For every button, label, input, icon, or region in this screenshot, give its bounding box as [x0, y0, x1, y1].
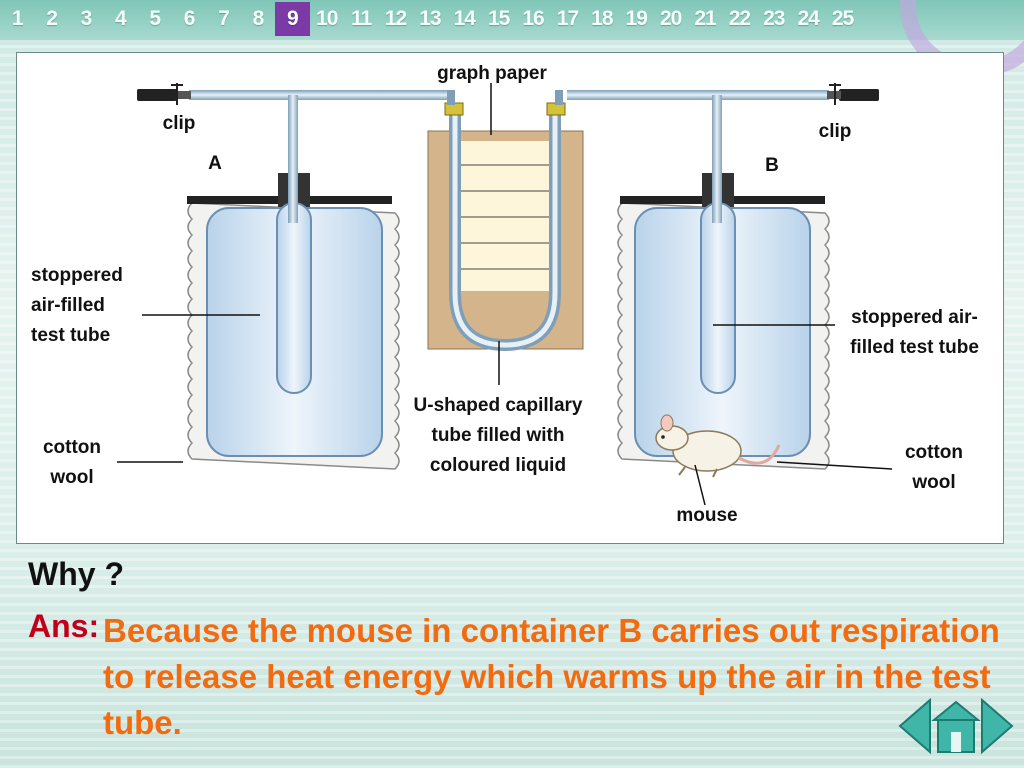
nav-page-17[interactable]: 17: [556, 7, 579, 30]
nav-page-13[interactable]: 13: [419, 7, 441, 30]
container-a: [187, 95, 400, 470]
nav-page-7[interactable]: 7: [218, 7, 230, 30]
mouse-icon: [655, 414, 781, 478]
label-cotton-right: cotton wool: [904, 442, 964, 493]
nav-page-11[interactable]: 11: [351, 7, 372, 30]
home-icon[interactable]: [931, 700, 981, 753]
container-b: [617, 95, 830, 470]
diagram-panel: graph paper clip clip A B stoppered air-…: [16, 52, 1004, 544]
nav-page-3[interactable]: 3: [80, 7, 93, 30]
nav-page-14[interactable]: 14: [453, 7, 476, 30]
label-cotton-left: cotton wool: [42, 437, 102, 488]
nav-page-6[interactable]: 6: [183, 7, 196, 30]
leader-lines: [117, 83, 893, 506]
question-text: Why ?: [28, 556, 124, 592]
nav-page-2[interactable]: 2: [46, 7, 58, 30]
label-clip-right: clip: [818, 121, 852, 142]
nav-page-19[interactable]: 19: [625, 7, 648, 30]
u-shaped-capillary-tube: [444, 90, 566, 352]
back-arrow-icon[interactable]: [898, 697, 931, 755]
navigation-buttons: [898, 697, 1014, 755]
clip-left-icon: [137, 83, 191, 105]
nav-page-22[interactable]: 22: [728, 7, 751, 30]
nav-page-20[interactable]: 20: [659, 7, 682, 30]
nav-page-23[interactable]: 23: [763, 7, 785, 30]
top-bar: [0, 0, 1024, 40]
label-stoppered-right: stoppered air- filled test tube: [850, 307, 979, 358]
nav-page-16[interactable]: 16: [522, 7, 544, 30]
label-stoppered-left: stoppered air-filled test tube: [31, 265, 123, 346]
answer-text: Because the mouse in container B carries…: [103, 612, 1000, 741]
nav-page-12[interactable]: 12: [384, 7, 407, 30]
label-container-a: A: [208, 153, 222, 174]
label-graph-paper: graph paper: [437, 63, 547, 84]
nav-page-24[interactable]: 24: [797, 7, 820, 30]
label-container-b: B: [765, 155, 779, 176]
answer-label: Ans:: [28, 608, 100, 644]
nav-page-1[interactable]: 1: [11, 7, 24, 30]
nav-page-8[interactable]: 8: [252, 7, 265, 30]
pipe-right: [567, 90, 829, 100]
nav-page-25[interactable]: 25: [831, 7, 854, 30]
label-u-tube: U-shaped capillary tube filled with colo…: [413, 395, 583, 476]
clip-right-icon: [827, 83, 879, 105]
nav-page-21[interactable]: 21: [694, 7, 716, 30]
label-mouse: mouse: [676, 505, 738, 526]
nav-page-9[interactable]: 9: [275, 2, 310, 36]
nav-page-4[interactable]: 4: [115, 7, 127, 30]
label-clip-left: clip: [162, 113, 196, 134]
apparatus-diagram: [117, 83, 893, 506]
nav-page-18[interactable]: 18: [591, 7, 613, 30]
nav-page-10[interactable]: 10: [316, 7, 338, 30]
forward-arrow-icon[interactable]: [981, 697, 1014, 755]
pipe-left: [189, 90, 451, 100]
nav-page-5[interactable]: 5: [149, 7, 161, 30]
nav-page-15[interactable]: 15: [487, 7, 510, 30]
